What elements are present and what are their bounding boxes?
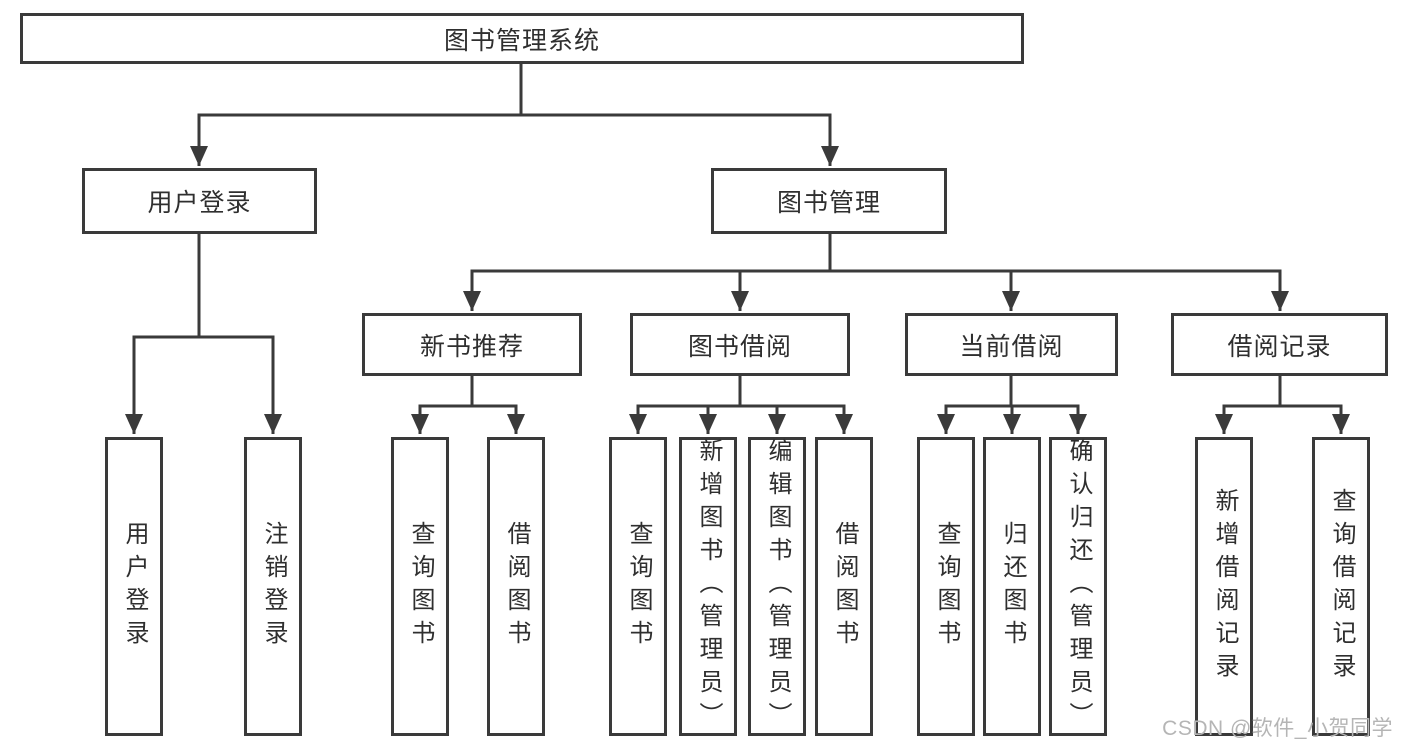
node-label: 新书推荐: [419, 332, 524, 361]
leaf-user-login: 用户登录: [105, 437, 163, 736]
leaf-label: 查询借阅记录: [1328, 487, 1355, 686]
node-borrowing-records: 借阅记录: [1171, 313, 1388, 376]
leaf-logout: 注销登录: [244, 437, 302, 736]
watermark-text: CSDN @软件_小贺同学: [1162, 717, 1393, 740]
leaf-query-borrow-record: 查询借阅记录: [1312, 437, 1370, 736]
node-book-borrowing: 图书借阅: [630, 313, 850, 376]
leaf-label: 借阅图书: [503, 520, 530, 653]
node-book-management: 图书管理: [711, 168, 947, 234]
leaf-label: 查询图书: [933, 520, 960, 653]
leaf-add-books-admin: 新增图书（管理员）: [679, 437, 737, 736]
leaf-return-books: 归还图书: [983, 437, 1041, 736]
node-label: 图书管理系统: [443, 26, 600, 55]
node-user-login: 用户登录: [82, 168, 317, 234]
node-label: 用户登录: [147, 189, 252, 217]
leaf-query-books-borrowing: 查询图书: [609, 437, 667, 736]
leaf-query-books-recommended: 查询图书: [391, 437, 449, 736]
leaf-label: 查询图书: [407, 520, 434, 653]
leaf-borrow-books-recommended: 借阅图书: [487, 437, 545, 736]
leaf-label: 注销登录: [260, 520, 287, 653]
node-current-borrowing: 当前借阅: [905, 313, 1118, 376]
leaf-edit-books-admin: 编辑图书（管理员）: [748, 437, 806, 736]
leaf-label: 编辑图书（管理员）: [764, 438, 791, 735]
node-label: 图书借阅: [687, 332, 792, 361]
leaf-query-books-current: 查询图书: [917, 437, 975, 736]
node-label: 图书管理: [776, 189, 881, 217]
leaf-label: 用户登录: [121, 520, 148, 653]
node-label: 当前借阅: [959, 332, 1064, 361]
leaf-add-borrow-record: 新增借阅记录: [1195, 437, 1253, 736]
node-label: 借阅记录: [1227, 332, 1332, 361]
node-new-book-recommendation: 新书推荐: [362, 313, 582, 376]
leaf-label: 查询图书: [625, 520, 652, 653]
leaf-borrow-books: 借阅图书: [815, 437, 873, 736]
leaf-label: 新增借阅记录: [1211, 487, 1238, 686]
leaf-label: 新增图书（管理员）: [695, 438, 722, 735]
leaf-label: 归还图书: [999, 520, 1026, 653]
leaf-confirm-return-admin: 确认归还（管理员）: [1049, 437, 1107, 736]
leaf-label: 确认归还（管理员）: [1065, 438, 1092, 735]
leaf-label: 借阅图书: [831, 520, 858, 653]
node-root-system: 图书管理系统: [20, 13, 1024, 64]
